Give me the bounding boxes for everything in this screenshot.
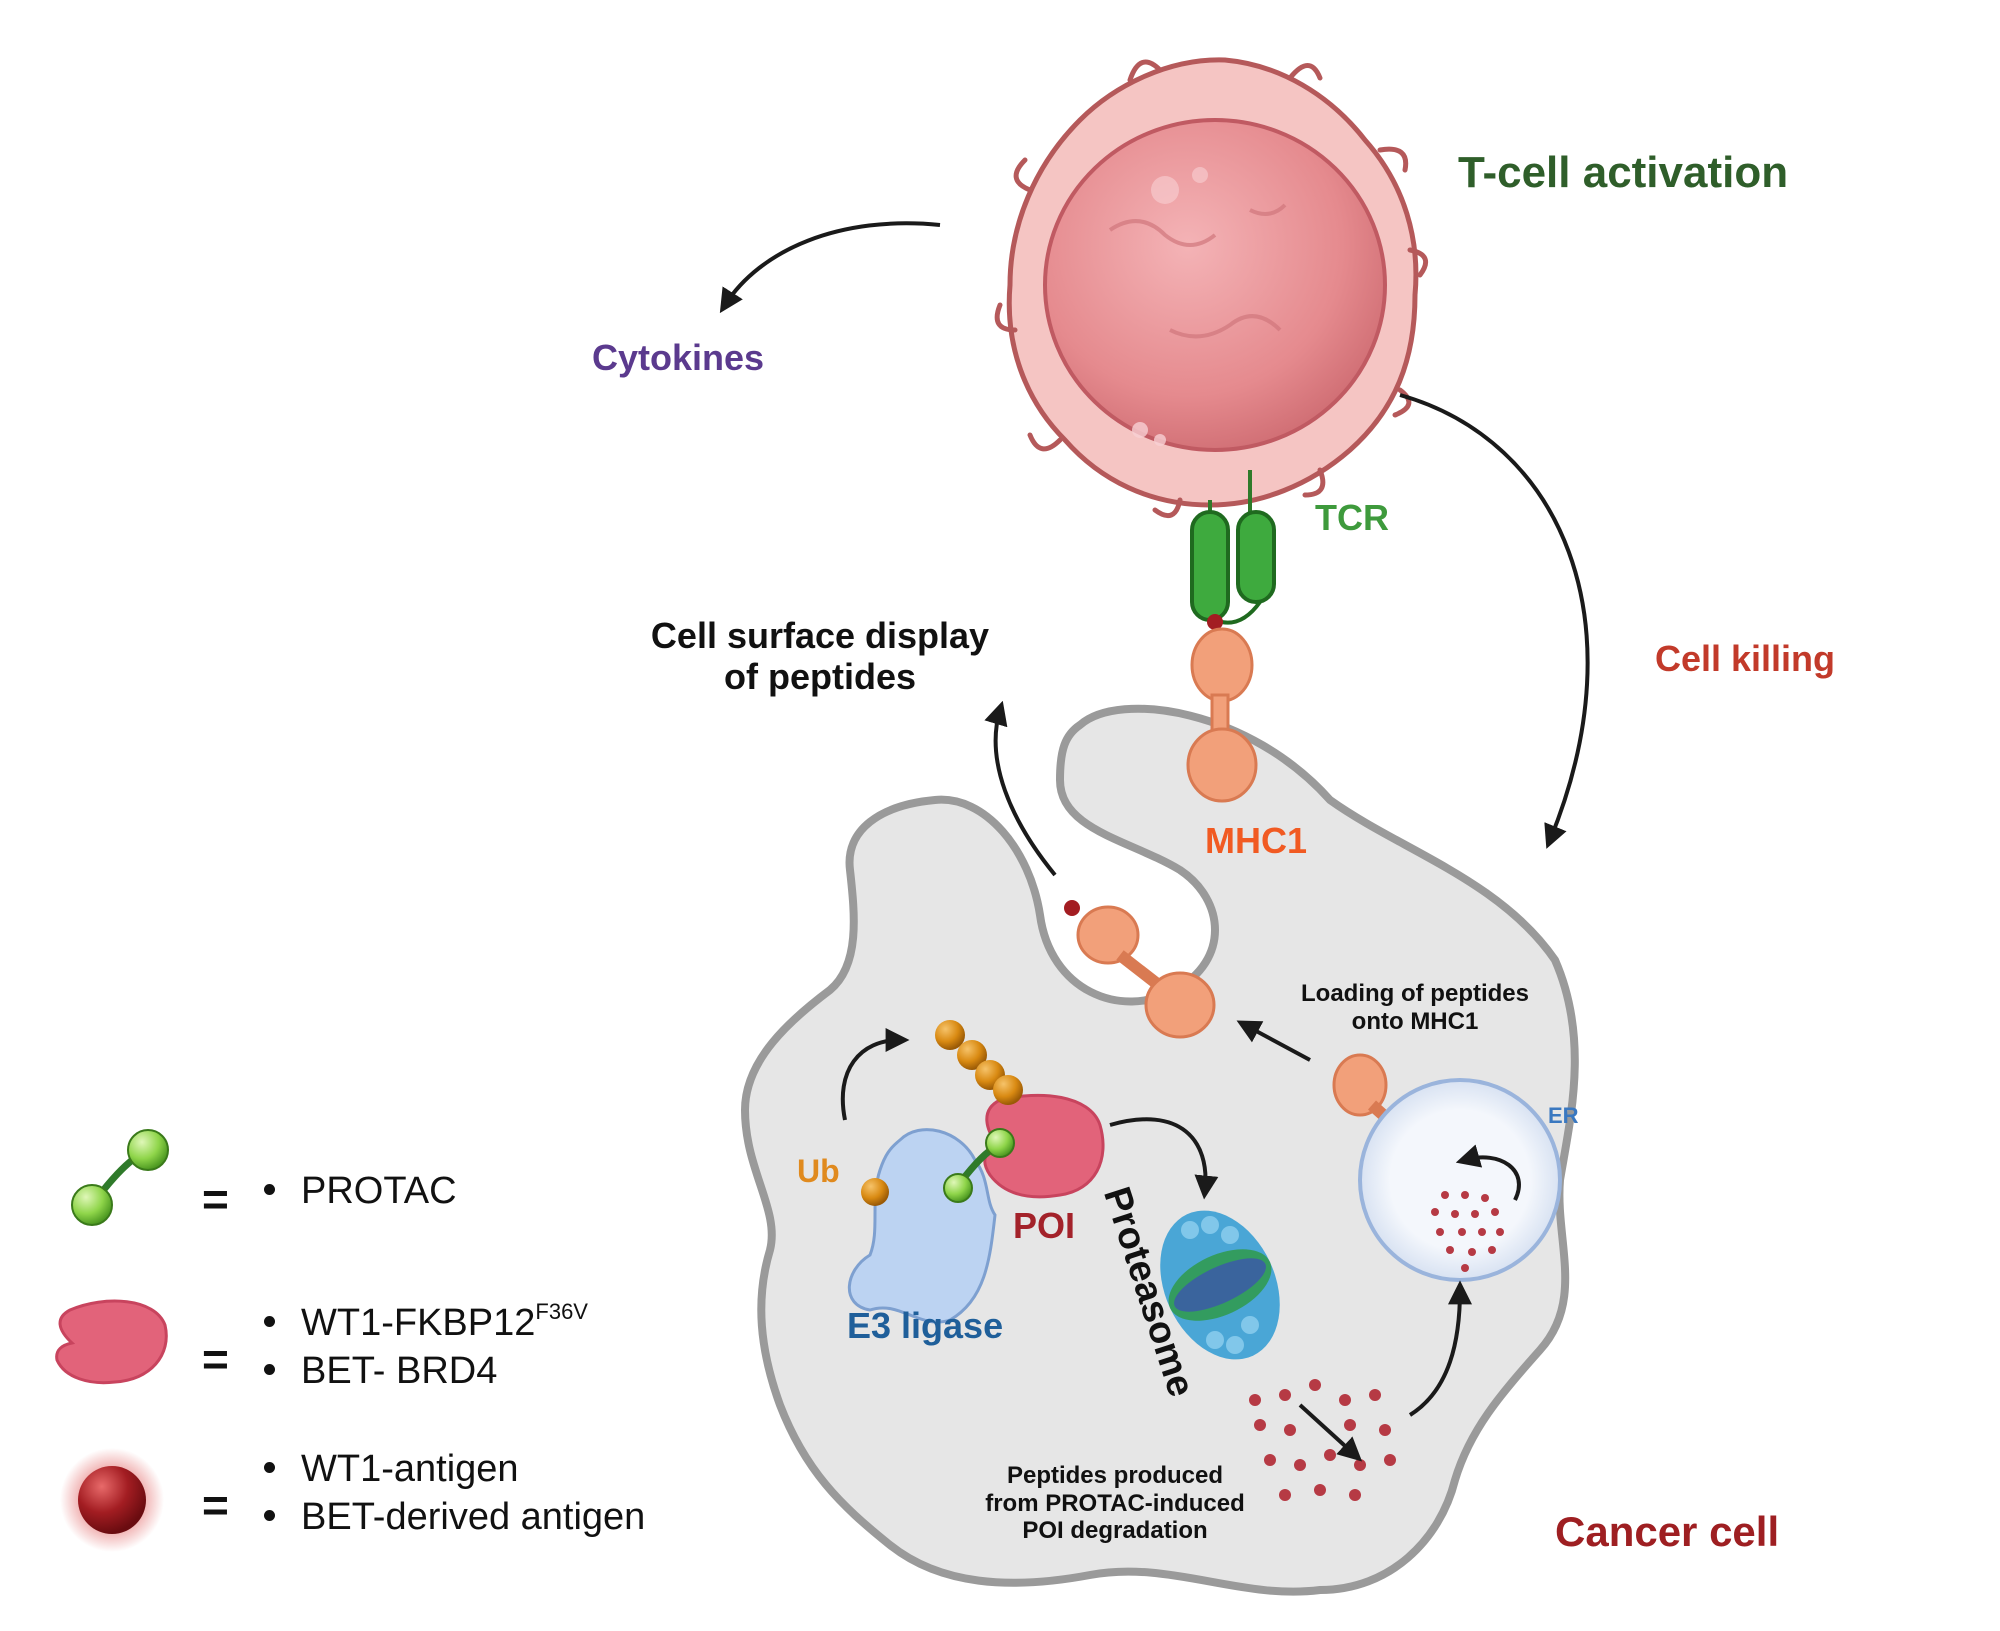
legend-poi-text-1: WT1-FKBP12	[301, 1302, 536, 1344]
loading-line-2: onto MHC1	[1351, 1007, 1479, 1035]
cancer-cell-label: Cancer cell	[1555, 1508, 1780, 1555]
er-label: ER	[1548, 1103, 1579, 1128]
cell-killing-label: Cell killing	[1655, 638, 1836, 679]
arrow-to-cytokines	[719, 221, 941, 314]
ubiquitin-chain	[861, 1020, 1023, 1206]
arrow-to-er	[1408, 1280, 1472, 1417]
tcr-receptor	[1190, 470, 1276, 630]
peptides-line-1: Peptides produced	[1006, 1462, 1224, 1489]
cell-surface-line-2: of peptides	[723, 656, 916, 698]
legend-protac-text: PROTAC	[301, 1170, 457, 1212]
cancer-cell-body	[741, 704, 1579, 1596]
legend-antigen-item-2: BET-derived antigen	[264, 1496, 645, 1539]
legend-antigen-item-1: WT1-antigen	[264, 1448, 519, 1491]
e3-ligase-label: E3 ligase	[847, 1305, 1004, 1346]
tcr-label: TCR	[1315, 497, 1389, 538]
peptides-line-3: POI degradation	[1022, 1517, 1208, 1545]
flow-arrows	[719, 221, 1590, 1462]
poi-label: POI	[1013, 1205, 1076, 1246]
mhc1-molecule	[1186, 627, 1258, 803]
legend-poi-item-1: WT1-FKBP12F36V	[264, 1299, 588, 1345]
arrow-to-proteasome	[1109, 1117, 1219, 1200]
legend-equals-poi: =	[202, 1333, 229, 1385]
arrow-cell-killing	[1399, 393, 1590, 849]
peptides-produced-label: Peptides produced from PROTAC-induced PO…	[955, 1462, 1275, 1545]
legend-equals-protac: =	[202, 1173, 229, 1225]
t-cell	[994, 57, 1429, 519]
poi-blob-icon	[55, 1299, 168, 1385]
peptides-line-2: from PROTAC-induced	[985, 1489, 1245, 1517]
antigen-sphere-icon	[60, 1448, 164, 1552]
arrow-peptides-out	[1298, 1403, 1363, 1462]
cell-surface-line-1: Cell surface display	[650, 615, 990, 656]
cytokines-label: Cytokines	[592, 337, 765, 378]
legend-antigen-text-2: BET-derived antigen	[301, 1496, 646, 1538]
protac-complex	[943, 1128, 1015, 1203]
legend-equals-antigen: =	[202, 1479, 229, 1531]
degradation-peptides	[1249, 1379, 1396, 1501]
loading-line-1: Loading of peptides	[1301, 980, 1529, 1007]
ub-label: Ub	[797, 1153, 840, 1189]
arrow-ub-transfer	[840, 1028, 910, 1121]
loading-peptides-label: Loading of peptides onto MHC1	[1265, 980, 1565, 1035]
legend-poi-text-2: BET- BRD4	[301, 1350, 498, 1392]
legend-protac-item: PROTAC	[264, 1170, 457, 1213]
proteasome	[1160, 1210, 1280, 1360]
t-cell-activation-label: T-cell activation	[1458, 148, 1789, 197]
mhc1-label: MHC1	[1205, 820, 1308, 861]
legend-antigen-text-1: WT1-antigen	[301, 1448, 519, 1490]
er-organelle	[1358, 1078, 1562, 1282]
legend-poi-item-2: BET- BRD4	[264, 1350, 497, 1393]
arrow-loading-mhc1	[1236, 1020, 1311, 1062]
legend-poi-superscript: F36V	[535, 1299, 588, 1324]
arrow-surface-display	[984, 700, 1057, 877]
protac-icon	[71, 1129, 169, 1226]
er-peptides	[1431, 1191, 1504, 1272]
cell-surface-display-label: Cell surface display of peptides	[610, 615, 1030, 698]
mhc1-surface-molecule	[1064, 900, 1216, 1039]
arrow-er-loading	[1455, 1144, 1521, 1201]
